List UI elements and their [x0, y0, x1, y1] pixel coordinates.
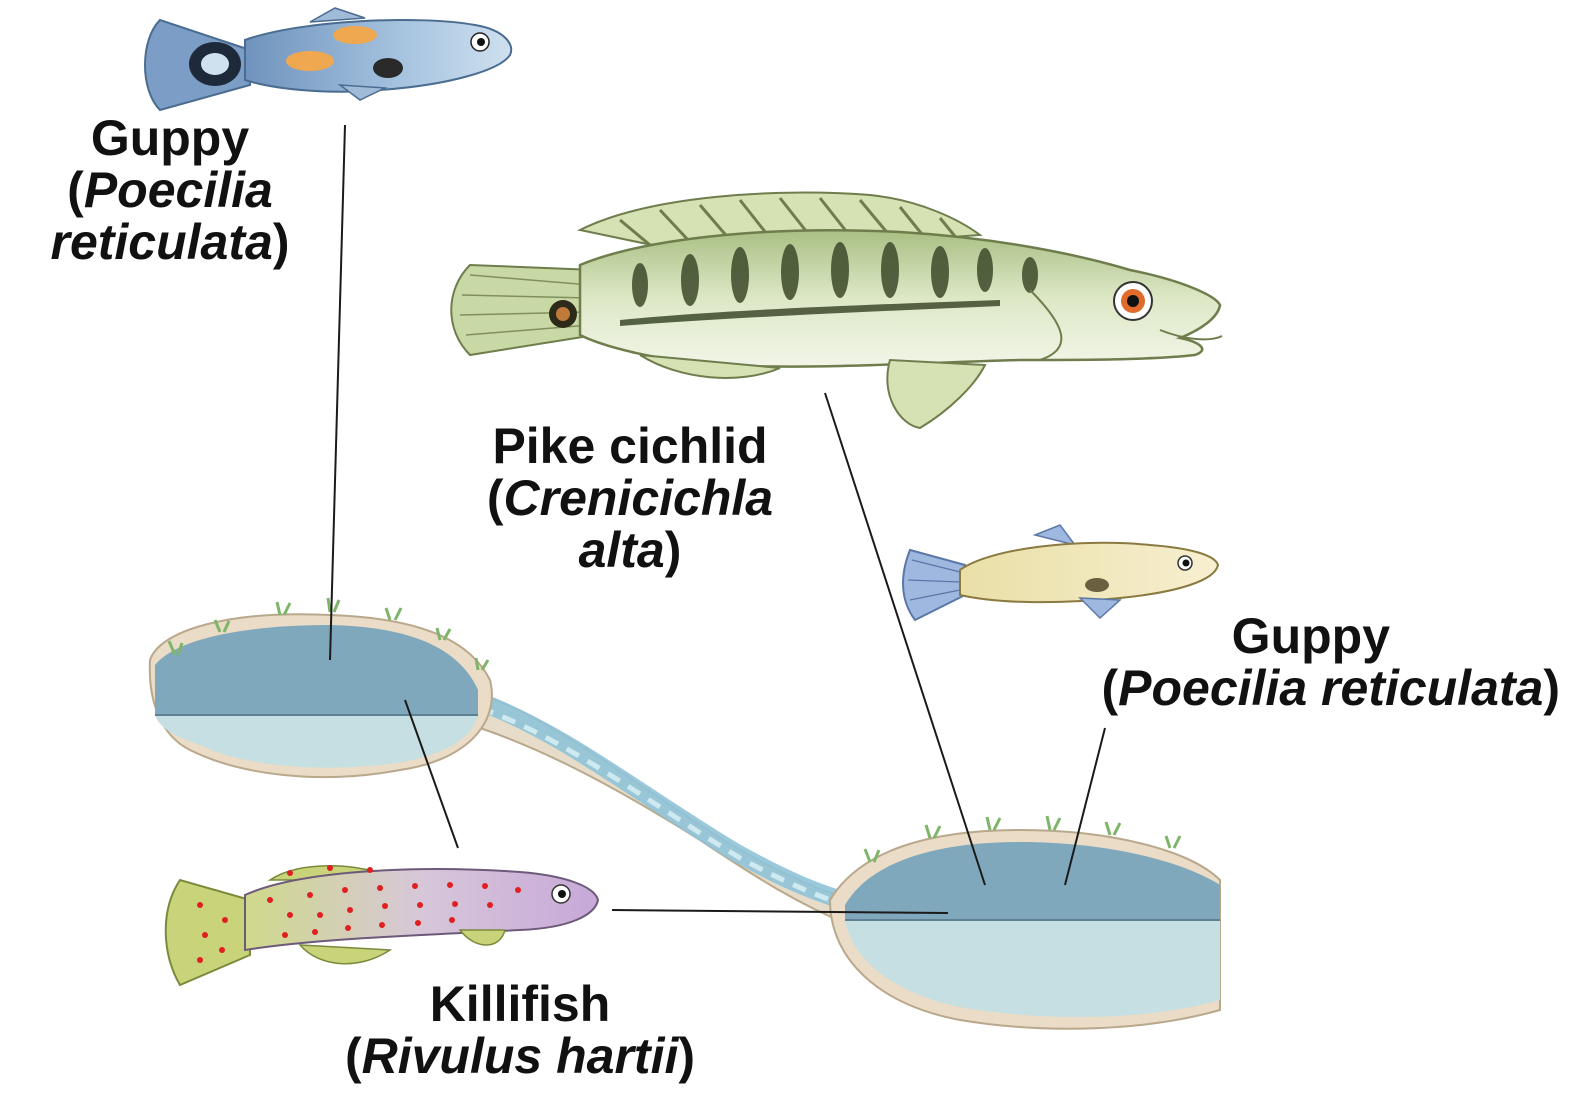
guppy-upstream-fish [145, 8, 511, 110]
guppy-downstream-scientific-name: Poecilia reticulata [1118, 660, 1543, 716]
pike-cichlid-common-name: Pike cichlid [420, 420, 840, 472]
downstream-pool [830, 816, 1220, 1029]
guppy-downstream-label: Guppy (Poecilia reticulata) [950, 610, 1560, 714]
pike-cichlid-label: Pike cichlid (Crenicichla alta) [420, 420, 840, 576]
guppy-upstream-scientific-line1: Poecilia [84, 162, 273, 218]
guppy-downstream-common-name: Guppy [950, 610, 1560, 662]
guppy-upstream-common-name: Guppy [20, 112, 320, 164]
guppy-upstream-scientific-line2: reticulata [51, 214, 273, 270]
killifish-fish [166, 865, 598, 985]
pike-cichlid-scientific-line1: Crenicichla [504, 470, 774, 526]
pike-cichlid-fish [451, 193, 1222, 428]
killifish-scientific-name: Rivulus hartii [362, 1028, 679, 1084]
leader-line-guppy-upstream [330, 125, 345, 660]
pike-cichlid-scientific-line2: alta [579, 522, 665, 578]
guppy-upstream-label: Guppy (Poecilia reticulata) [20, 112, 320, 268]
guppy-downstream-fish [903, 525, 1218, 620]
killifish-label: Killifish (Rivulus hartii) [280, 978, 760, 1082]
killifish-common-name: Killifish [280, 978, 760, 1030]
upstream-pool [150, 598, 492, 777]
